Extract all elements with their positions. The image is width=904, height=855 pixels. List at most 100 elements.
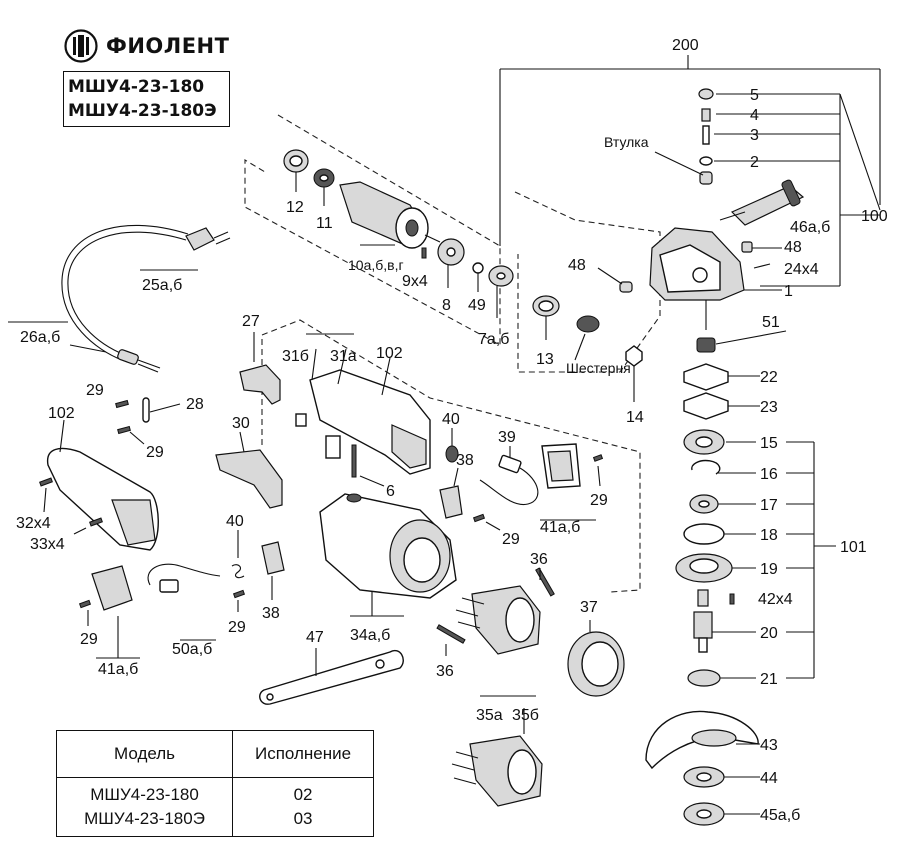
callout-102b: 102 (48, 405, 75, 422)
callout-6: 6 (386, 483, 395, 500)
callout-44: 44 (760, 770, 778, 787)
spindle-lock-stack: 5 4 3 2 100 Втулка (604, 87, 888, 287)
callout-101: 101 (840, 539, 867, 556)
callout-29c: 29 (590, 492, 608, 509)
row-variant-2: 03 (293, 809, 313, 828)
model-name-1: МШУ4-23-180 (68, 77, 205, 97)
callout-1: 1 (784, 283, 793, 300)
callout-36a: 36 (530, 551, 548, 568)
callout-25: 25а,б (142, 277, 182, 294)
group-boundary-gearbox (514, 191, 661, 373)
callout-45: 45а,б (760, 807, 800, 824)
callout-51: 51 (762, 314, 780, 331)
bracket-200: 200 (499, 37, 881, 246)
callout-200: 200 (672, 37, 699, 54)
callout-13: 13 (536, 351, 554, 368)
variant-table-header: Модель Исполнение (55, 730, 374, 778)
callout-40b: 40 (226, 513, 244, 530)
callout-29e: 29 (228, 619, 246, 636)
gear-group: 13 Шестерня 14 (532, 295, 644, 426)
callout-27: 27 (242, 313, 260, 330)
callout-31a: 31а (330, 348, 357, 365)
callout-29f: 29 (80, 631, 98, 648)
callout-17: 17 (760, 497, 778, 514)
callout-2: 2 (750, 154, 759, 171)
model-box: МШУ4-23-180 МШУ4-23-180Э (63, 71, 230, 127)
callout-3: 3 (750, 127, 759, 144)
callout-47: 47 (306, 629, 324, 646)
group-boundary-rotor (244, 114, 501, 346)
callout-48a: 48 (784, 239, 802, 256)
callout-102a: 102 (376, 345, 403, 362)
callout-7: 7а,б (478, 331, 509, 348)
callout-29d: 29 (502, 531, 520, 548)
callout-24: 24х4 (784, 261, 819, 278)
callout-5: 5 (750, 87, 759, 104)
callout-15: 15 (760, 435, 778, 452)
callout-43: 43 (760, 737, 778, 754)
stator-group: 36 36 37 35а 35б (436, 551, 625, 807)
callout-11: 11 (316, 215, 333, 232)
callout-29a: 29 (86, 382, 104, 399)
table-cell-models: МШУ4-23-180 МШУ4-23-180Э (55, 777, 234, 837)
left-housing-group: 102 29 28 29 32х4 33х4 (16, 382, 204, 553)
rotor-group: 12 11 10а,б,в,г 9х4 8 49 7а,б (283, 149, 514, 348)
brand-logo-icon (64, 29, 98, 63)
power-cord-group: 25а,б 26а,б (8, 224, 231, 373)
callout-38a: 38 (456, 452, 474, 469)
callout-42: 42х4 (758, 591, 793, 608)
gear-head-housing: 46а,б 48 24х4 1 48 (568, 179, 830, 330)
callout-33: 33х4 (30, 536, 65, 553)
callout-16: 16 (760, 466, 778, 483)
header-variant: Исполнение (232, 730, 374, 778)
row-model-1: МШУ4-23-180 (90, 785, 199, 804)
variant-table: Модель Исполнение МШУ4-23-180 МШУ4-23-18… (55, 730, 374, 837)
spindle-group: 15 16 17 18 19 101 42х4 20 21 (675, 429, 867, 688)
rear-housing-group: 27 31б 31а 102 6 30 (215, 313, 431, 509)
callout-34: 34а,б (350, 627, 390, 644)
callout-9: 9х4 (402, 273, 428, 290)
table-cell-variants: 02 03 (232, 777, 374, 837)
brand-header: ФИОЛЕНТ (64, 28, 229, 64)
header-model: Модель (55, 730, 234, 778)
callout-35b: 35б (512, 707, 539, 724)
brand-name: ФИОЛЕНТ (106, 34, 230, 58)
callout-39: 39 (498, 429, 516, 446)
callout-12: 12 (286, 199, 304, 216)
callout-20: 20 (760, 625, 778, 642)
callout-22: 22 (760, 369, 778, 386)
row-model-2: МШУ4-23-180Э (84, 809, 205, 828)
row-variant-1: 02 (293, 785, 313, 804)
motor-housing-group: 34а,б (319, 493, 457, 644)
callout-49: 49 (468, 297, 486, 314)
brush-group: 40 38 39 41а,б 29 29 (439, 411, 608, 548)
model-name-2: МШУ4-23-180Э (68, 101, 217, 121)
group-boundary-motor (261, 319, 641, 593)
callout-41a: 41а,б (540, 519, 580, 536)
callout-36b: 36 (436, 663, 454, 680)
callout-8: 8 (442, 297, 451, 314)
lower-small-parts: 40 38 29 50а,б 29 41а,б (78, 513, 285, 678)
guard-group: 43 44 45а,б (645, 710, 800, 826)
callout-31b: 31б (282, 348, 309, 365)
callout-46: 46а,б (790, 219, 830, 236)
callout-38b: 38 (262, 605, 280, 622)
callout-shesternya: Шестерня (566, 360, 631, 376)
gasket-group: 51 22 23 (683, 314, 787, 420)
callout-50: 50а,б (172, 641, 212, 658)
callout-30: 30 (232, 415, 250, 432)
callout-100: 100 (861, 208, 888, 225)
callout-18: 18 (760, 527, 778, 544)
callout-35a: 35а (476, 707, 503, 724)
callout-14: 14 (626, 409, 644, 426)
callout-40a: 40 (442, 411, 460, 428)
callout-vtulka: Втулка (604, 134, 649, 150)
wrench-group: 47 (259, 629, 404, 705)
callout-41b: 41а,б (98, 661, 138, 678)
callout-21: 21 (760, 671, 778, 688)
callout-10: 10а,б,в,г (348, 257, 404, 273)
callout-23: 23 (760, 399, 778, 416)
table-row: МШУ4-23-180 МШУ4-23-180Э 02 03 (55, 777, 374, 837)
